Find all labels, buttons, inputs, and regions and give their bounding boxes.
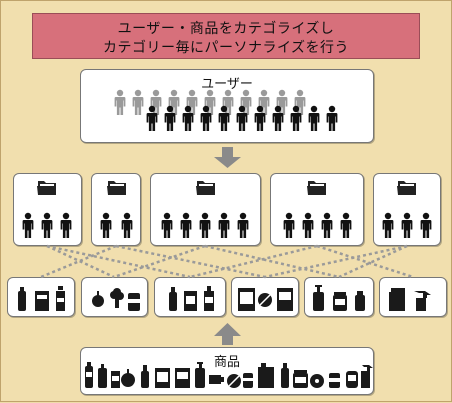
box-icon [238, 288, 255, 311]
person-icon [199, 212, 211, 238]
person-icon [326, 105, 338, 131]
connector-line [338, 244, 408, 279]
disc-icon [258, 293, 272, 307]
connector-line [40, 244, 117, 279]
tube-icon [355, 291, 365, 311]
box-icon [155, 368, 170, 388]
person-icon [182, 105, 194, 131]
person-icon [401, 212, 413, 238]
person-icon [420, 212, 432, 238]
person-icon [200, 105, 212, 131]
connector-line [316, 244, 414, 279]
apple-icon [121, 369, 135, 387]
folder-icon [196, 181, 215, 195]
connector-line [113, 244, 206, 279]
jar-icon [333, 292, 347, 311]
person-icon [161, 212, 173, 238]
bottle-icon [281, 363, 289, 388]
person-icon [164, 105, 176, 131]
spray-bottle-icon [361, 365, 373, 388]
bottle-icon [98, 364, 107, 388]
apple-icon [92, 291, 104, 307]
person-icon [146, 105, 158, 131]
connector-line [115, 244, 266, 279]
jar-icon [293, 370, 308, 388]
detergent-icon [389, 288, 405, 311]
bottle-icon [18, 287, 26, 311]
person-icon [236, 105, 248, 131]
connector-line [189, 244, 318, 279]
person-icon [283, 212, 295, 238]
bottle-icon [141, 365, 149, 388]
pump-bottle-icon [313, 285, 324, 311]
detergent-icon [258, 363, 274, 388]
person-icon [321, 212, 333, 238]
pet-bottle-icon [85, 362, 93, 388]
person-icon [308, 105, 320, 131]
person-icon [382, 212, 394, 238]
user-category-card-2 [91, 173, 141, 246]
person-icon [218, 105, 230, 131]
connector-line [46, 244, 191, 279]
person-icon [100, 212, 112, 238]
pet-bottle-icon [204, 286, 214, 311]
broccoli-icon [110, 288, 124, 308]
category-connectors [40, 244, 414, 279]
person-icon [180, 212, 192, 238]
title-banner: ユーザー・商品をカテゴライズし カテゴリー毎にパーソナライズを行う [32, 13, 420, 59]
person-icon [290, 105, 302, 131]
connector-line [264, 244, 408, 279]
person-icon [114, 89, 126, 115]
can-icon [243, 373, 253, 388]
person-icon [272, 105, 284, 131]
person-icon [22, 212, 34, 238]
person-icon [237, 212, 249, 238]
can-icon [128, 293, 140, 311]
bottle-icon [169, 287, 177, 311]
person-icon [254, 105, 266, 131]
product-items [85, 362, 373, 388]
pump-bottle-icon [195, 362, 205, 388]
spray-bottle-icon [414, 291, 431, 311]
user-category-people [22, 212, 432, 238]
users-box-label: ユーザー [201, 77, 253, 92]
pet-bottle-icon [56, 286, 65, 311]
juice-carton-icon [184, 291, 197, 311]
title-line-1: ユーザー・商品をカテゴライズし [117, 21, 335, 37]
person-icon [218, 212, 230, 238]
juice-carton-icon [111, 371, 120, 388]
connector-line [204, 244, 340, 279]
product-category-icons [18, 285, 431, 311]
person-icon [132, 89, 144, 115]
person-icon [302, 212, 314, 238]
down-arrow [214, 147, 241, 168]
folder-icon [307, 181, 326, 195]
person-icon [121, 212, 133, 238]
products-box-label: 商品 [213, 355, 240, 370]
tube-icon [209, 375, 224, 384]
person-icon [41, 212, 53, 238]
folder-icon [107, 181, 126, 195]
person-icon [340, 212, 352, 238]
folder-icon [397, 181, 416, 195]
person-icon [60, 212, 72, 238]
folder-icon [37, 181, 56, 195]
disc-icon [310, 374, 324, 388]
jar-icon [346, 371, 358, 388]
book-icon [175, 368, 190, 388]
disc-icon [227, 374, 241, 388]
juice-carton-icon [35, 291, 49, 311]
can-icon [329, 373, 340, 388]
title-line-2: カテゴリー毎にパーソナライズを行う [102, 40, 350, 56]
up-arrow [214, 323, 241, 345]
book-icon [277, 288, 293, 311]
